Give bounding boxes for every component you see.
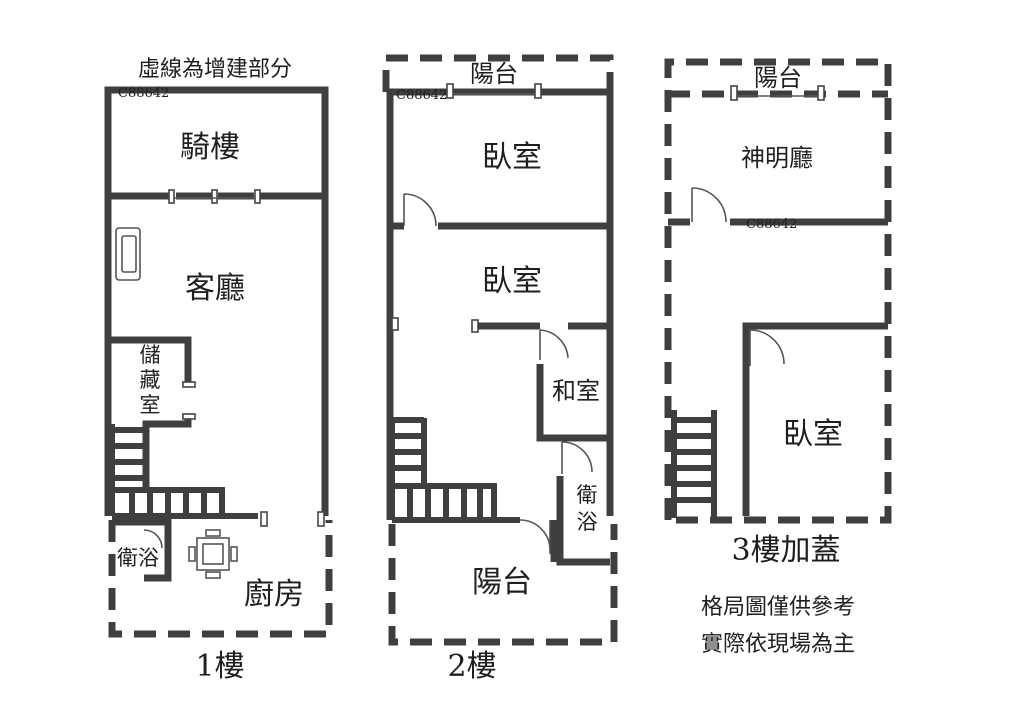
extension-note: 虛線為增建部分 xyxy=(138,57,292,82)
room-label-living-room: 客廳 xyxy=(185,271,245,306)
floor-2-outer-wall xyxy=(386,88,614,520)
floor-1-label: 1樓 xyxy=(195,649,244,684)
disclaimer-line-1: 格局圖僅供參考 xyxy=(701,595,855,620)
floor-2-plan: C88642 陽台 臥室 臥室 和室 衛 浴 陽台 2樓 xyxy=(382,54,618,684)
floor-3-bedroom-wall xyxy=(742,322,888,516)
floor-1-bathroom-wall xyxy=(112,518,172,582)
floor-3-bedroom-door-swing xyxy=(749,329,785,366)
room-label-storage: 儲 xyxy=(140,343,161,367)
room-label-japanese-room: 和室 xyxy=(552,377,600,405)
floor-3-door-post xyxy=(817,85,825,101)
watermark-code: C88642 xyxy=(746,217,797,232)
floor-1-wall-post xyxy=(317,511,325,527)
room-label-kitchen: 廚房 xyxy=(244,577,304,612)
floor-1-door-post xyxy=(254,189,261,204)
floor-1-extension-wall xyxy=(108,520,333,638)
floor-2-front-balcony-wall xyxy=(382,54,614,92)
floor-1-wall-post xyxy=(260,511,268,527)
watermark-code: C88642 xyxy=(396,88,447,103)
disclaimer-line-2: 實際依現場為主 xyxy=(701,632,855,657)
floor-2-staircase xyxy=(389,417,520,523)
room-label-bedroom-front: 臥室 xyxy=(482,140,542,175)
floor-2-door-post xyxy=(534,83,542,99)
floor-3-shrine-door-swing xyxy=(691,187,727,223)
room-label-bedroom-middle: 臥室 xyxy=(482,264,542,299)
floor-1-bathroom-door-swing xyxy=(143,529,163,549)
floor-3-door-post xyxy=(730,85,738,101)
room-label-balcony: 陽台 xyxy=(754,64,802,92)
room-label-bedroom: 臥室 xyxy=(783,417,843,452)
floor-2-wall-post xyxy=(471,319,479,333)
room-label-storage: 藏 xyxy=(140,368,161,392)
floor-3-plan: C88642 陽台 神明廳 臥室 3樓加蓋 格局圖僅供參考 實際依現場為主 xyxy=(664,58,892,657)
floor-1-door-post xyxy=(182,381,196,388)
room-label-bathroom: 衛 xyxy=(577,483,598,507)
sofa-icon xyxy=(115,227,141,281)
watermark-code: C88642 xyxy=(118,86,169,101)
room-label-storage: 室 xyxy=(140,393,161,417)
floor-1-plan: 虛線為增建部分 C88642 騎樓 客廳 儲 藏 室 衛浴 廚房 1樓 xyxy=(104,57,333,684)
floor-1-outer-wall xyxy=(104,86,329,516)
floor-2-japanese-room-door-swing xyxy=(539,329,569,360)
room-label-front-balcony: 陽台 xyxy=(470,60,518,88)
floor-2-rear-balcony-door-swing xyxy=(519,519,551,554)
room-label-arcade: 騎樓 xyxy=(180,130,240,165)
floor-1-door-post xyxy=(168,189,175,204)
floor-3-staircase xyxy=(671,410,717,518)
floor-1-door-post xyxy=(182,413,196,420)
floor-2-bedroom-door-swing xyxy=(403,193,437,227)
floor-1-door-post xyxy=(211,189,218,204)
floor-2-label: 2樓 xyxy=(447,649,496,684)
floor-3-label: 3樓加蓋 xyxy=(731,533,840,568)
floor-2-bathroom-wall xyxy=(556,476,610,566)
floor-2-wall-post xyxy=(391,317,399,331)
room-label-bathroom: 衛浴 xyxy=(117,546,159,570)
floor-3-outer-wall xyxy=(664,58,892,524)
dining-table-icon xyxy=(188,529,238,579)
floor-2-door-post xyxy=(446,83,454,99)
floor-2-japanese-room-wall xyxy=(536,364,610,442)
floor-2-bathroom-door-swing xyxy=(561,441,593,474)
room-label-rear-balcony: 陽台 xyxy=(472,565,532,600)
room-label-bathroom: 浴 xyxy=(577,510,598,534)
room-label-shrine-hall: 神明廳 xyxy=(741,144,813,172)
floor-1-staircase xyxy=(109,424,258,519)
